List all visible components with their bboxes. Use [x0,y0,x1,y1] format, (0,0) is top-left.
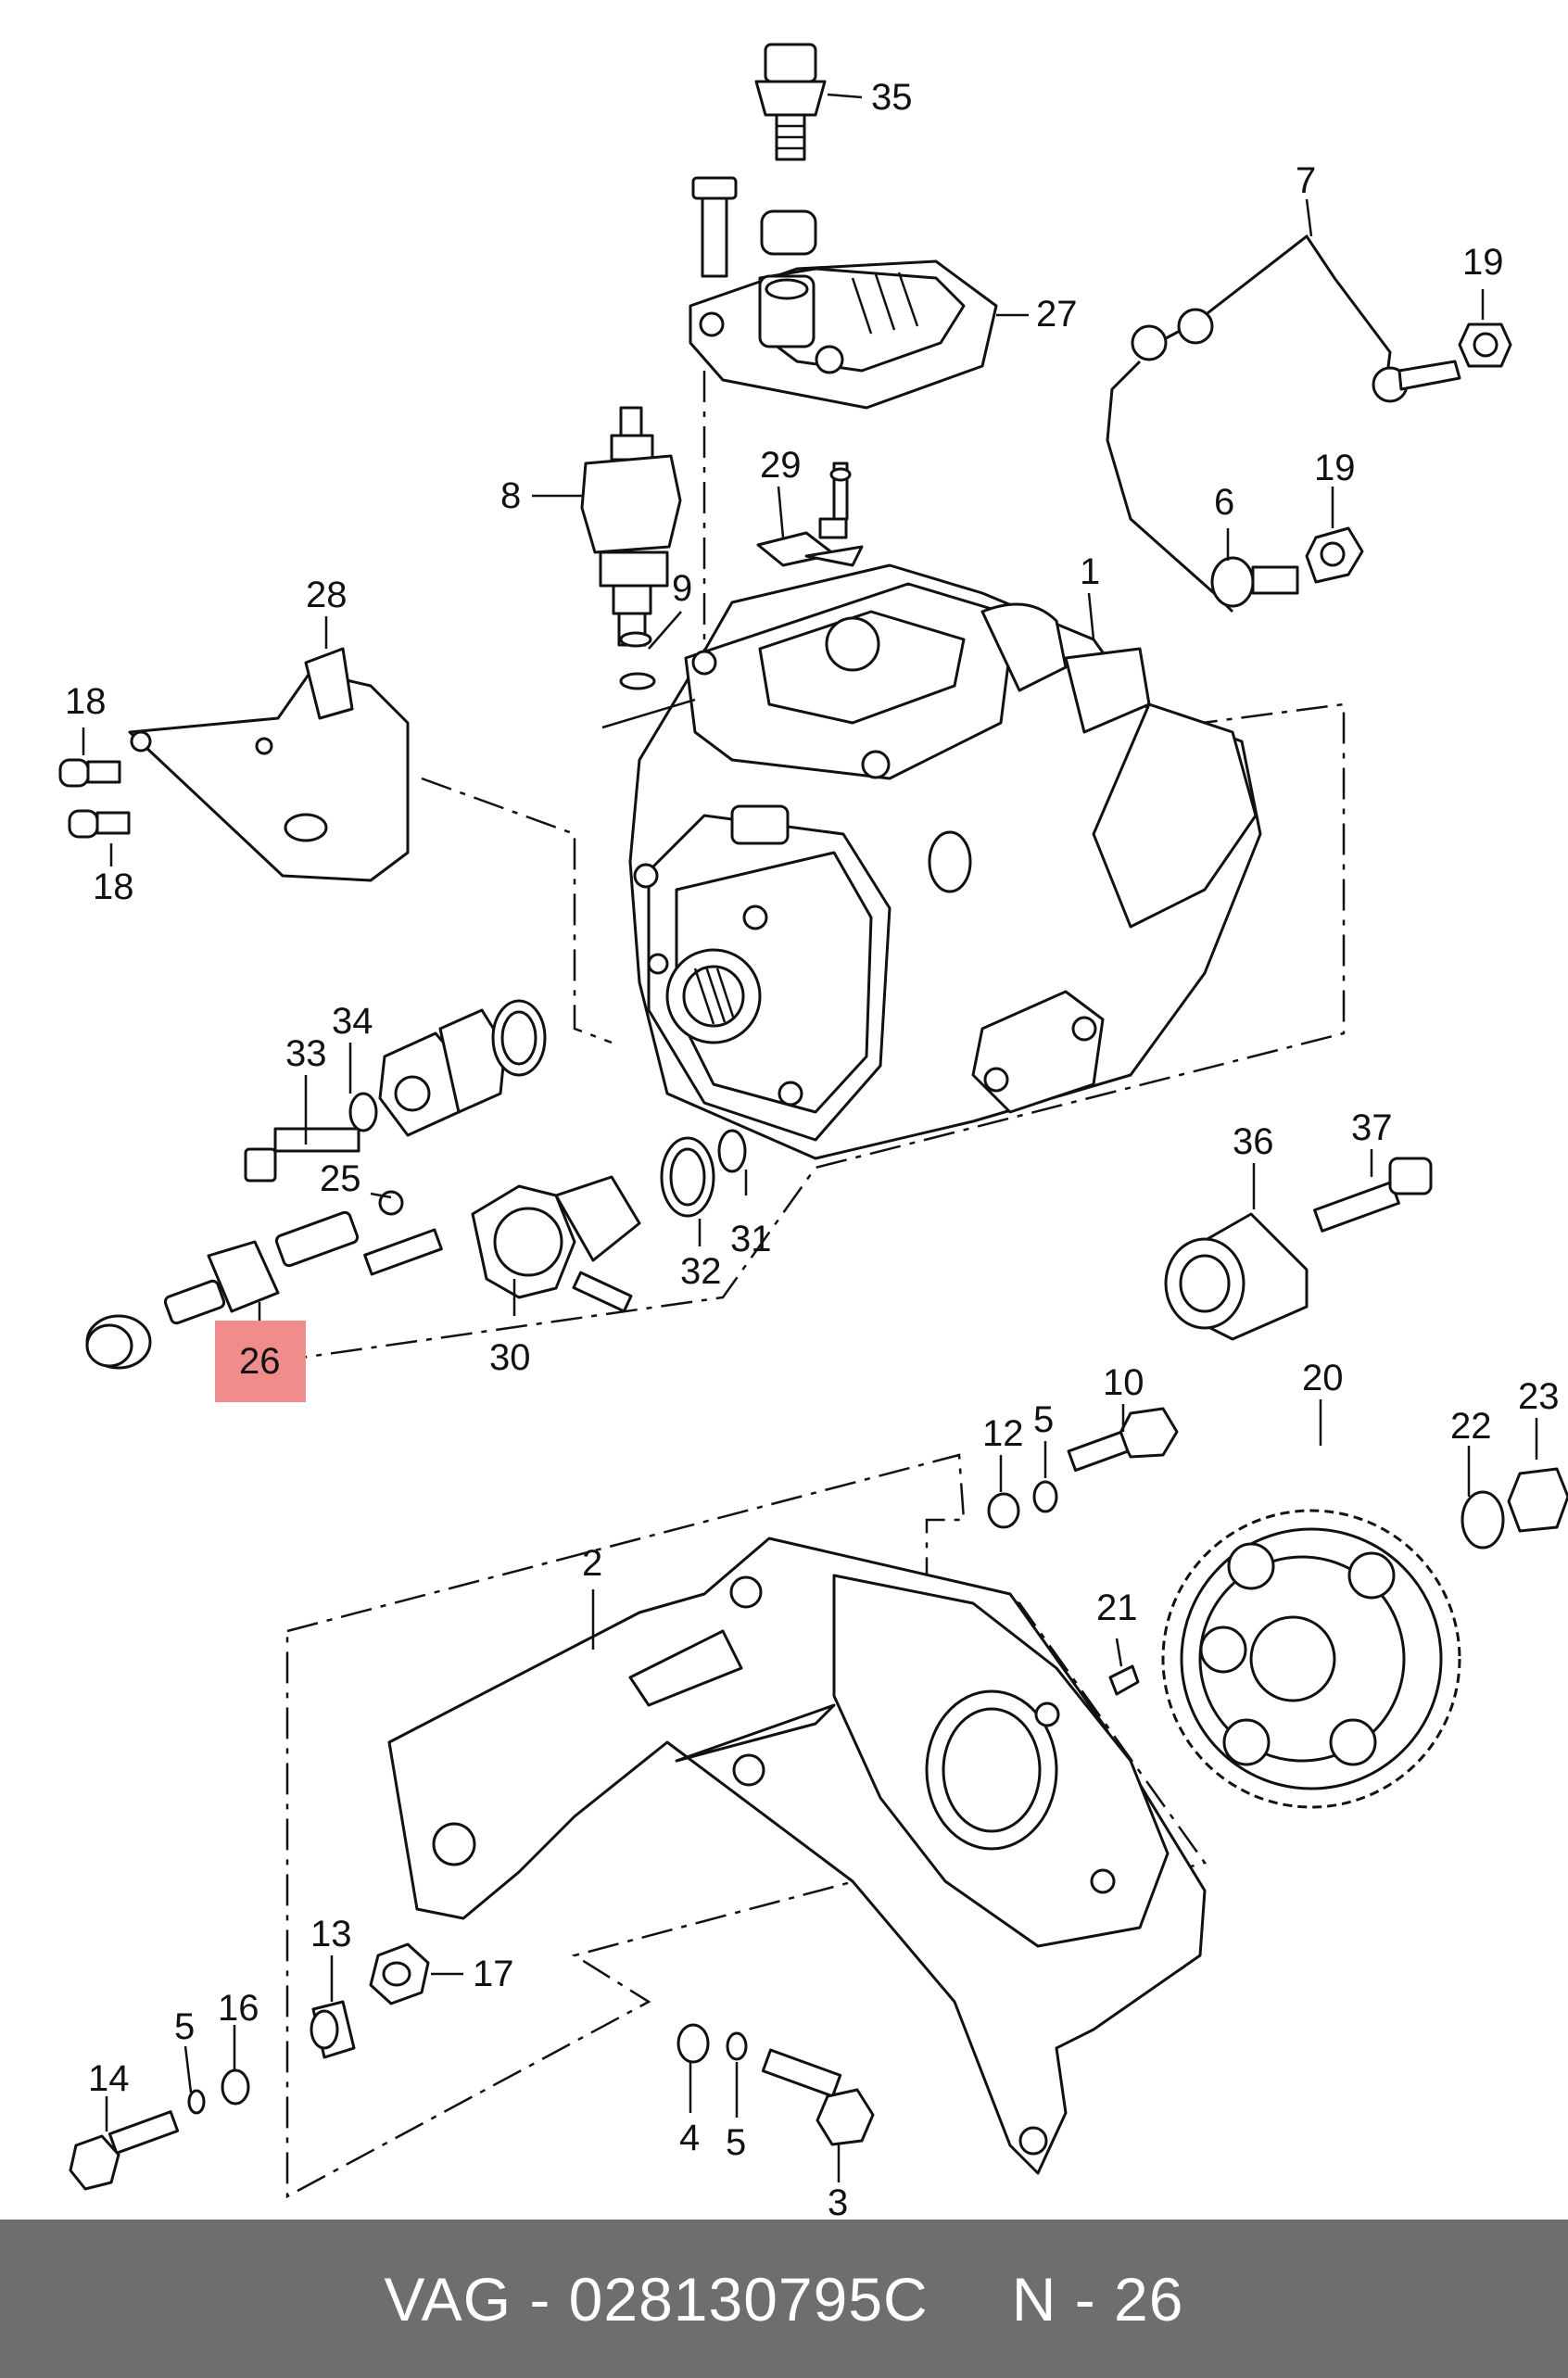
callout-8: 8 [500,475,521,516]
bracket-guide-line [421,777,613,1044]
banjo-bolt-35 [754,43,827,161]
callout-37: 37 [1351,1107,1393,1148]
callout-4: 4 [679,2118,700,2158]
callout-26: 26 [239,1341,281,1382]
lower-centre-fixings [677,2023,875,2146]
valve-26 [85,1190,404,1370]
callout-30: 30 [489,1337,531,1378]
injection-pump-1 [601,563,1262,1160]
leak-off-pipe-7 [1106,234,1512,613]
position-reference-text: N - 26 [1011,2264,1184,2334]
lower-assembly-frame [285,1453,1208,2199]
callout-23: 23 [1518,1376,1560,1417]
callout-6: 6 [1214,482,1234,523]
callout-12: 12 [982,1413,1024,1454]
bolt-10 [987,1407,1179,1529]
part-number-text: VAG - 028130795C [384,2264,929,2334]
highlight-box-26 [215,1321,306,1402]
adjuster-29 [756,462,864,567]
callout-5-left: 5 [174,2006,195,2047]
callout-32: 32 [680,1251,722,1292]
drive-gear-20 [1108,1467,1568,1809]
governor-cover-27 [689,176,998,410]
callout-34: 34 [332,1001,373,1042]
screw-plug-group [244,999,547,1183]
upper-assembly-frame [268,702,1346,1364]
callout-1: 1 [1080,551,1100,592]
callout-18-upper: 18 [65,681,107,722]
footer-bar: VAG - 028130795C N - 26 [0,2220,1568,2378]
callout-5-lower: 5 [726,2122,746,2163]
callout-33: 33 [285,1033,327,1074]
callout-28: 28 [306,575,348,615]
callout-19-lower: 19 [1314,448,1356,488]
callout-20: 20 [1302,1358,1344,1398]
callout-2: 2 [582,1543,602,1584]
callout-35: 35 [871,77,913,118]
callout-10: 10 [1103,1362,1144,1403]
leader-lines [82,93,1538,2182]
callout-14: 14 [88,2058,130,2099]
callout-9: 9 [672,568,692,609]
callout-25: 25 [320,1158,361,1199]
thermo-valve-30 [363,1129,747,1313]
bracket-28 [58,647,410,882]
callout-29: 29 [760,445,802,486]
callout-31: 31 [730,1219,772,1259]
callout-13: 13 [310,1914,352,1954]
callout-22: 22 [1450,1406,1492,1447]
callout-3: 3 [828,2182,848,2220]
banjo-bolt-6 [1210,526,1364,608]
callout-17: 17 [473,1954,514,1994]
callout-5-upper: 5 [1033,1399,1054,1440]
mount-bush-36 [1164,1157,1433,1341]
callout-19-upper: 19 [1462,242,1504,283]
pump-bracket-2 [387,1537,1207,2175]
stop-solenoid-8 [580,406,682,690]
callout-36: 36 [1233,1121,1274,1162]
callout-21: 21 [1096,1587,1138,1628]
callout-labels: 35 27 7 19 19 6 1 8 9 29 28 18 18 33 34 … [65,77,1560,2223]
lower-left-fixings [69,1942,430,2191]
callout-16: 16 [218,1988,259,2029]
parts-diagram: 35 27 7 19 19 6 1 8 9 29 28 18 18 33 34 … [58,43,1568,2223]
callout-18-lower: 18 [93,866,134,907]
footer-caption: VAG - 028130795C N - 26 [0,2220,1568,2378]
callout-27: 27 [1036,294,1078,335]
callout-7: 7 [1296,160,1316,201]
